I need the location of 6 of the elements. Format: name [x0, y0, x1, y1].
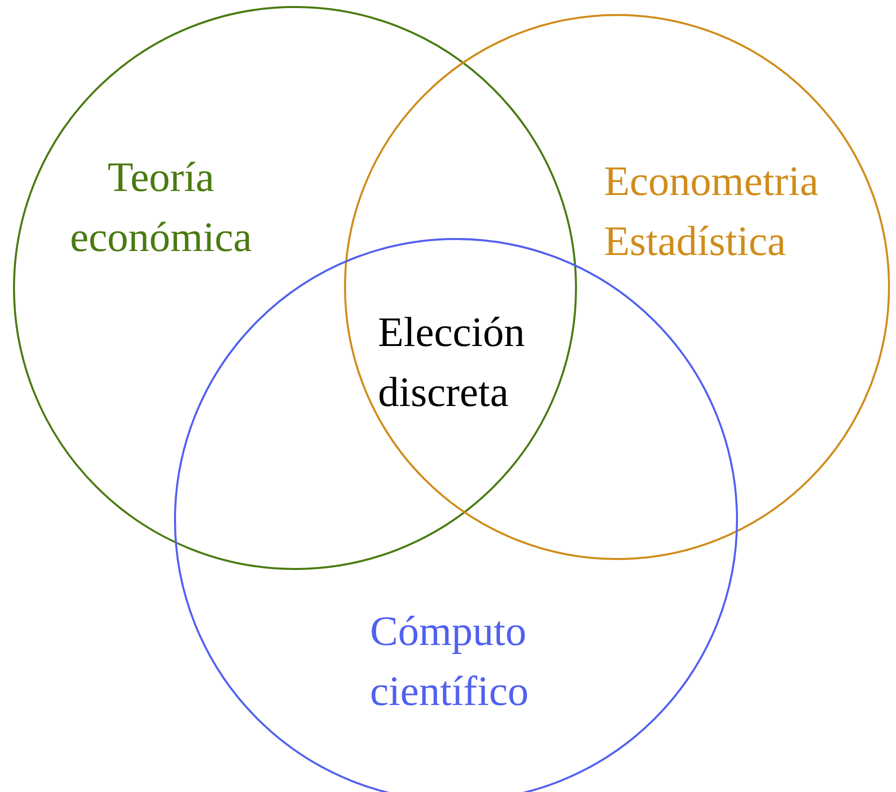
circle-label: Econometria Estadística [604, 158, 819, 267]
overlap-label: Elección discreta [378, 309, 525, 418]
circle-label: Cómputo científico [370, 608, 529, 717]
circle-label: Teoría económica [70, 154, 252, 263]
venn-circle [344, 14, 890, 560]
venn-circle [13, 6, 577, 570]
